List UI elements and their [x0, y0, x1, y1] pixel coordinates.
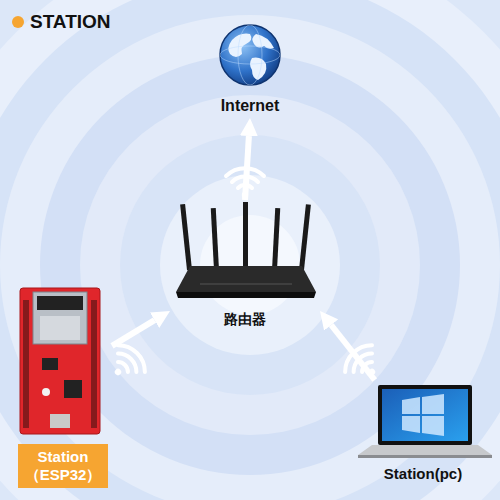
router-icon [176, 202, 316, 298]
diagram-title: STATION [30, 11, 111, 33]
router-node: 路由器 [170, 200, 320, 332]
node-label: 路由器 [220, 311, 270, 332]
signal-arrow [112, 320, 155, 346]
esp32-board [20, 288, 100, 434]
wifi-symbol [102, 340, 150, 388]
node-label: Internet [217, 96, 284, 118]
globe-icon [220, 25, 280, 85]
signal-arrow [331, 325, 375, 380]
station-node: Station （ESP32） [14, 285, 112, 488]
signal-arrow [245, 136, 249, 200]
title-dot [12, 16, 24, 28]
station-label: Station （ESP32） [18, 444, 108, 488]
node-label: Station(pc) [380, 465, 466, 486]
station-node: Station(pc) [352, 380, 494, 486]
laptop-icon [358, 385, 492, 458]
internet-node: Internet [190, 22, 310, 118]
